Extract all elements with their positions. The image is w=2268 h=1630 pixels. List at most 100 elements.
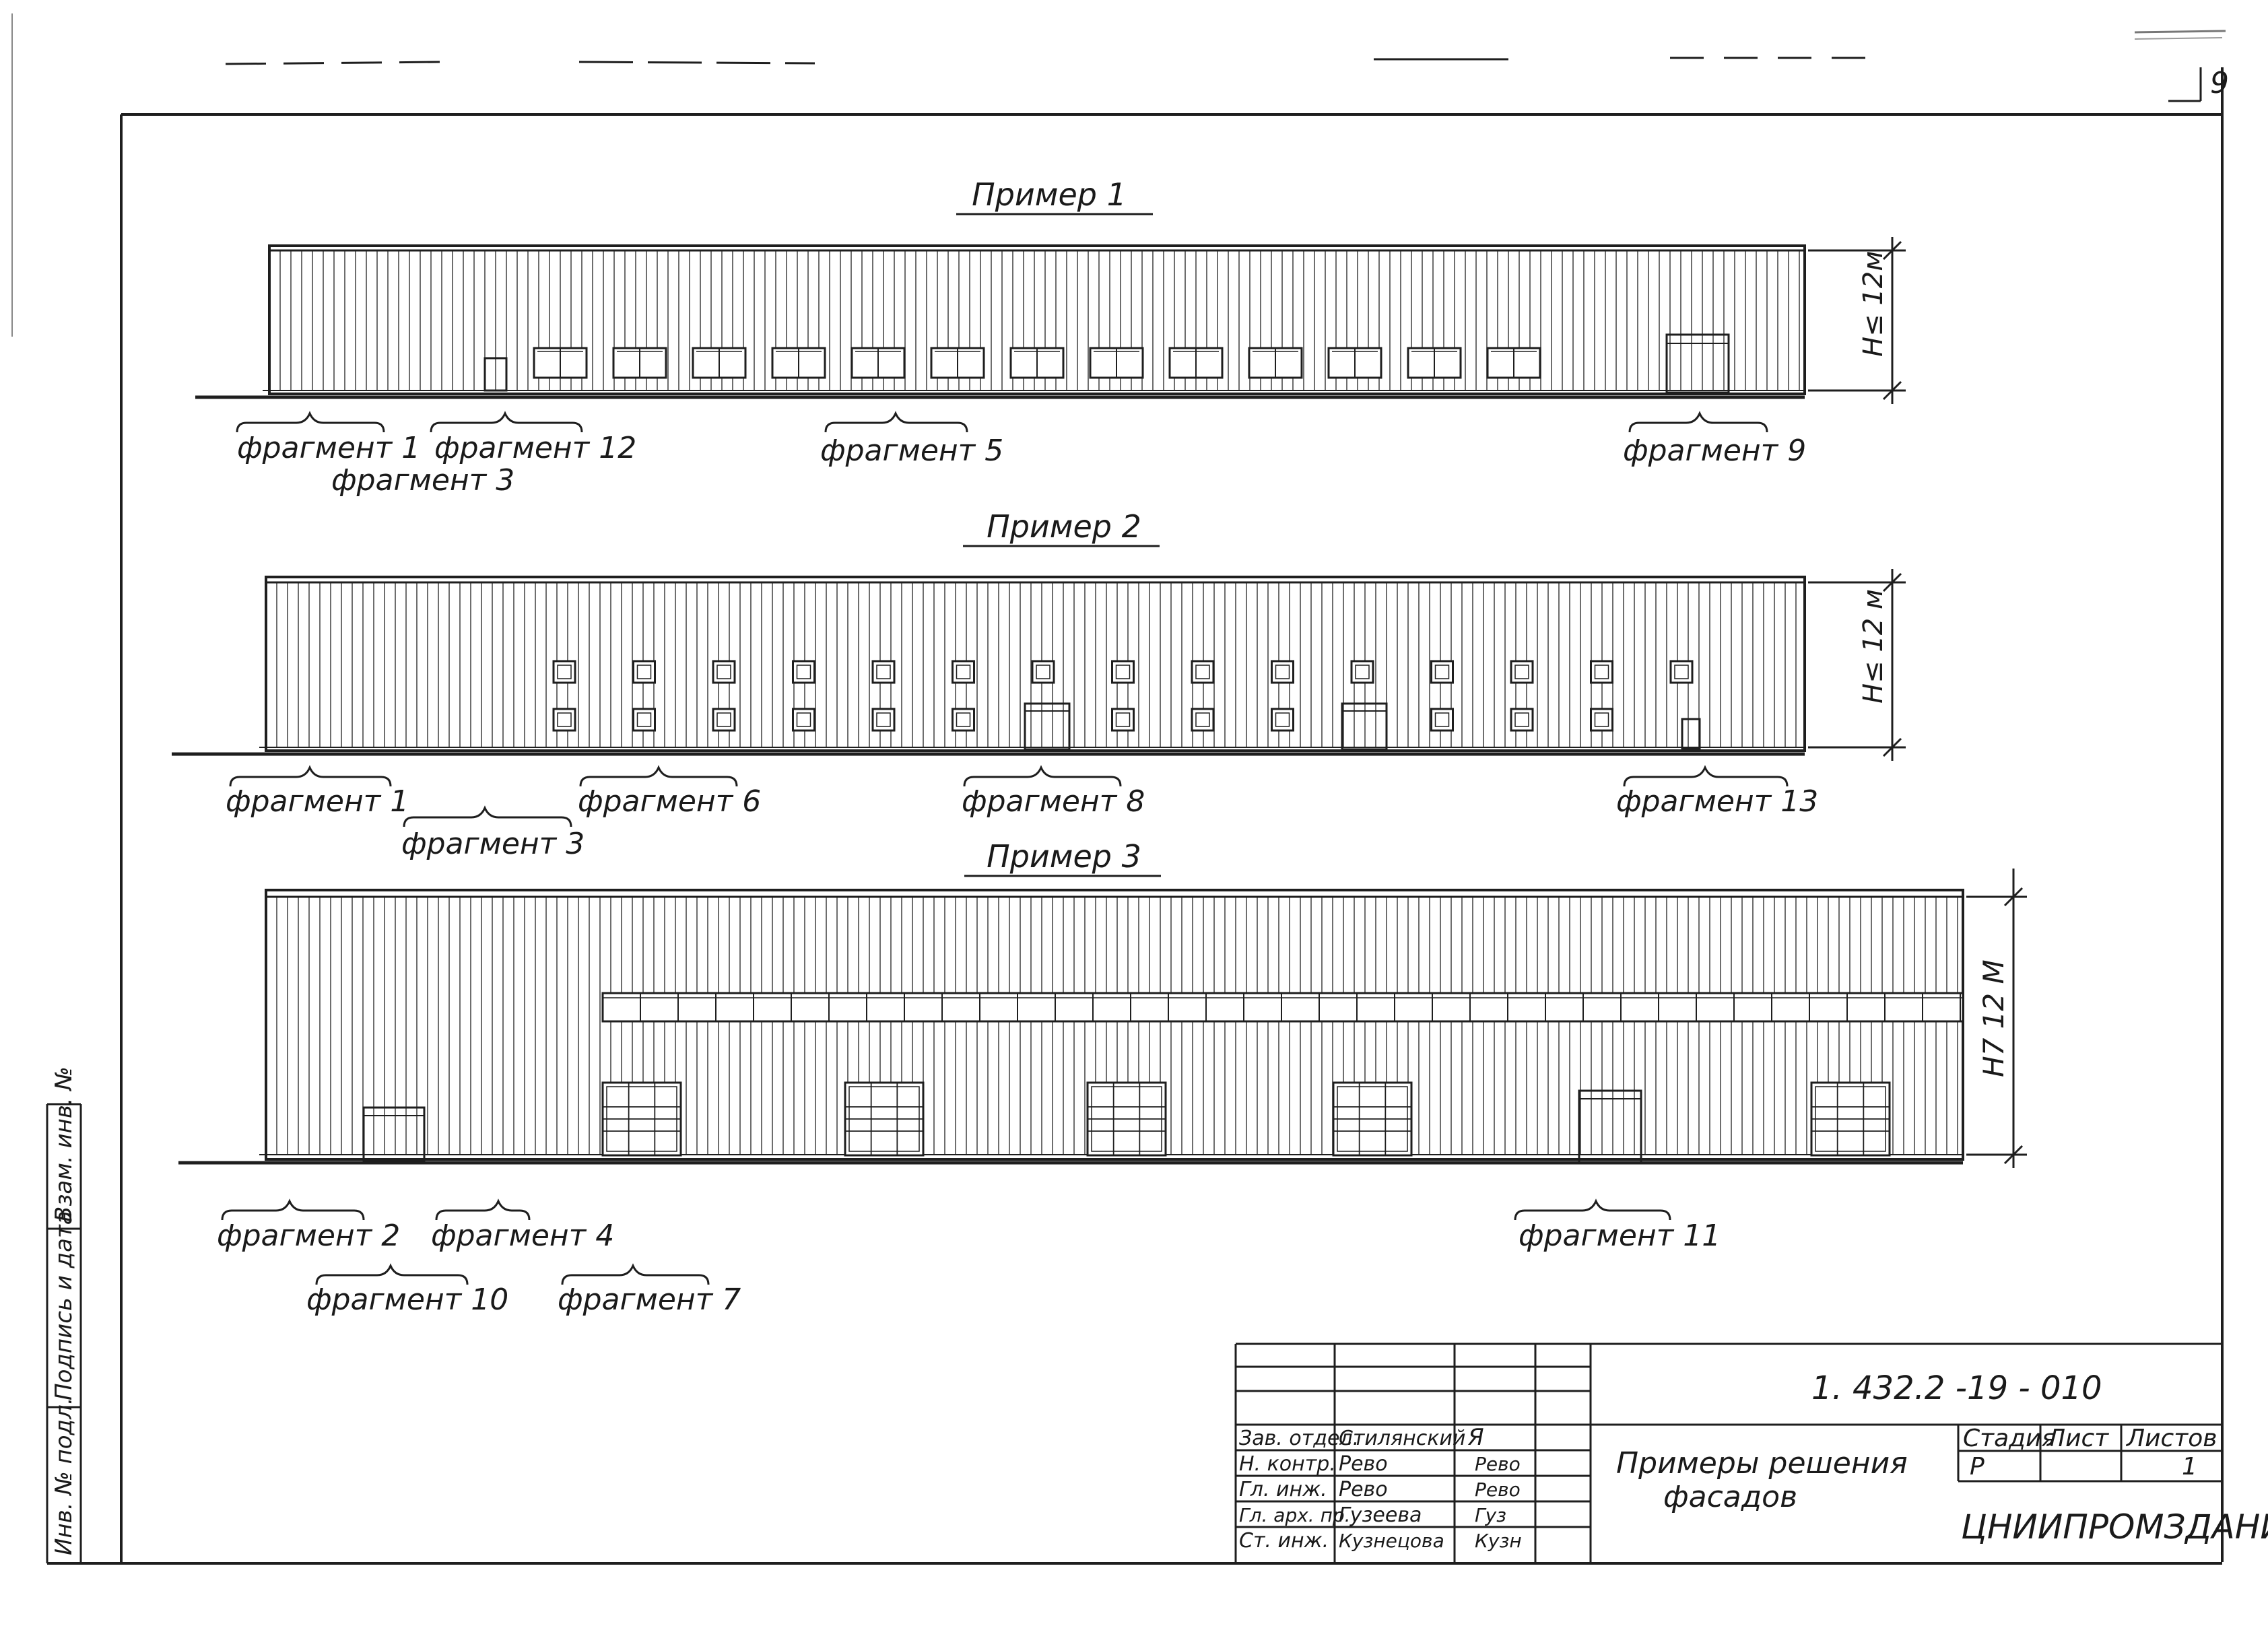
- staff-signature: Рево: [1475, 1479, 1521, 1501]
- window-lower: [1430, 708, 1454, 732]
- window-upper-frame: [1674, 665, 1689, 679]
- height-dimension-3: [1966, 869, 2027, 1168]
- side-stamp: Инв. № подл. Подпись и дата Взам. инв. №: [46, 1066, 82, 1563]
- window-lower: [1590, 708, 1613, 732]
- window-lower: [552, 708, 576, 732]
- window-upper-frame: [1195, 665, 1210, 679]
- staff-signature: Я: [1467, 1424, 1484, 1451]
- facade-3-door-right: [1578, 1089, 1642, 1163]
- window-upper-frame: [956, 665, 971, 679]
- example-2-fragment-1: фрагмент 1: [226, 784, 409, 819]
- example-1-fragment-braces: [236, 411, 1768, 433]
- window-upper: [792, 660, 815, 684]
- sheet-title-line1: Примеры решения: [1616, 1446, 1908, 1481]
- facade-1-gate-right: [1665, 333, 1730, 394]
- window-lower: [632, 708, 656, 732]
- window-lower: [871, 708, 896, 732]
- window-lower: [1510, 708, 1534, 732]
- example-2-title: Пример 2: [987, 508, 1141, 545]
- staff-name: Кузнецова: [1339, 1530, 1444, 1552]
- window-lower-frame: [1115, 712, 1131, 727]
- staff-signature: Гуз: [1475, 1504, 1506, 1526]
- window-lower: [712, 708, 736, 732]
- example-3-fragment-4: фрагмент 4: [431, 1219, 614, 1253]
- staff-name: Гузеева: [1339, 1503, 1422, 1527]
- example-2-fragment-3: фрагмент 3: [401, 827, 585, 861]
- window-lower-frame: [876, 712, 891, 727]
- window-upper-frame: [1514, 665, 1529, 679]
- sheet-header: Лист: [2046, 1425, 2109, 1452]
- facade-3-windows: [601, 1081, 1891, 1157]
- facade-2-door-small: [1681, 718, 1701, 750]
- example-1-fragment-9: фрагмент 9: [1623, 434, 1806, 468]
- example-3-fragment-10: фрагмент 10: [306, 1283, 508, 1317]
- example-2-fragment-8: фрагмент 8: [962, 784, 1145, 819]
- example-3-title: Пример 3: [987, 838, 1141, 875]
- window-lower-frame: [796, 712, 811, 727]
- facade-3: [178, 889, 1964, 1165]
- example-3-fragment-7: фрагмент 7: [558, 1283, 741, 1317]
- designation-code: 1. 432.2 -19 - 010: [1811, 1369, 2102, 1407]
- staff-name: Рево: [1339, 1452, 1388, 1476]
- example-1-title: Пример 1: [972, 176, 1127, 213]
- example-3-fragment-11: фрагмент 11: [1519, 1219, 1721, 1253]
- window-upper: [1669, 660, 1694, 684]
- staff-role: Н. контр.: [1239, 1452, 1336, 1476]
- window-upper-frame: [716, 665, 731, 679]
- window-lower: [952, 708, 975, 732]
- organization-name: ЦНИИПРОМЗДАНИЙ: [1961, 1507, 2268, 1547]
- staff-row-2: Н. контр. Рево Рево: [1239, 1452, 1521, 1476]
- staff-row-4: Гл. арх. пр. Гузеева Гуз: [1239, 1503, 1506, 1527]
- window-upper: [712, 660, 736, 684]
- window-upper: [1350, 660, 1374, 684]
- height-dimension-2: [1808, 569, 1906, 761]
- window-upper-frame: [1275, 665, 1290, 679]
- window-upper: [1590, 660, 1613, 684]
- sheet-value: 1: [2182, 1453, 2197, 1481]
- window-upper-frame: [1594, 665, 1609, 679]
- window-lower-frame: [1594, 712, 1609, 727]
- facade-2: [172, 576, 1806, 756]
- facade-1-windows: [533, 347, 1541, 379]
- facade-3-ribbon-window: [601, 992, 1964, 1023]
- window-upper-frame: [1355, 665, 1370, 679]
- staff-row-1: Зав. отдел. Стилянский Я: [1239, 1424, 1484, 1451]
- staff-signature: Кузн: [1475, 1530, 1522, 1552]
- facade-1: [195, 244, 1806, 399]
- facade-1-door-left: [483, 357, 508, 392]
- facade-2-windows: [552, 660, 1694, 732]
- example-3: Пример 3 Н7 12 М: [178, 838, 2027, 1317]
- window-lower-frame: [1434, 712, 1450, 727]
- staff-role: Ст. инж.: [1239, 1529, 1329, 1553]
- window-upper-frame: [1115, 665, 1131, 679]
- window-lower-frame: [557, 712, 572, 727]
- window-upper: [1510, 660, 1534, 684]
- window-lower-frame: [1195, 712, 1210, 727]
- example-1-fragment-5: фрагмент 5: [820, 434, 1003, 468]
- window-lower: [1111, 708, 1135, 732]
- example-3-height-label: Н7 12 М: [1977, 959, 2010, 1077]
- window-lower: [1191, 708, 1215, 732]
- window-upper-frame: [1434, 665, 1450, 679]
- window-upper: [1271, 660, 1294, 684]
- staff-role: Зав. отдел.: [1239, 1427, 1359, 1450]
- window-upper: [1430, 660, 1454, 684]
- staff-role: Гл. инж.: [1239, 1478, 1327, 1501]
- staff-signature: Рево: [1475, 1453, 1521, 1475]
- window-upper-frame: [1036, 665, 1050, 679]
- example-2-fragment-6: фрагмент 6: [578, 784, 761, 819]
- window-upper: [1191, 660, 1215, 684]
- window-upper: [1031, 660, 1055, 684]
- facade-2-gate-1: [1024, 702, 1071, 751]
- window-upper-frame: [876, 665, 891, 679]
- window-lower-frame: [956, 712, 971, 727]
- example-2-fragment-braces: [229, 765, 1789, 827]
- window-upper: [871, 660, 896, 684]
- stage-header: Стадия: [1963, 1425, 2056, 1452]
- window-lower: [1271, 708, 1294, 732]
- drawing-frame: [11, 13, 2224, 1565]
- window-upper: [952, 660, 975, 684]
- window-lower-frame: [1514, 712, 1529, 727]
- facade-3-door-left: [362, 1106, 426, 1163]
